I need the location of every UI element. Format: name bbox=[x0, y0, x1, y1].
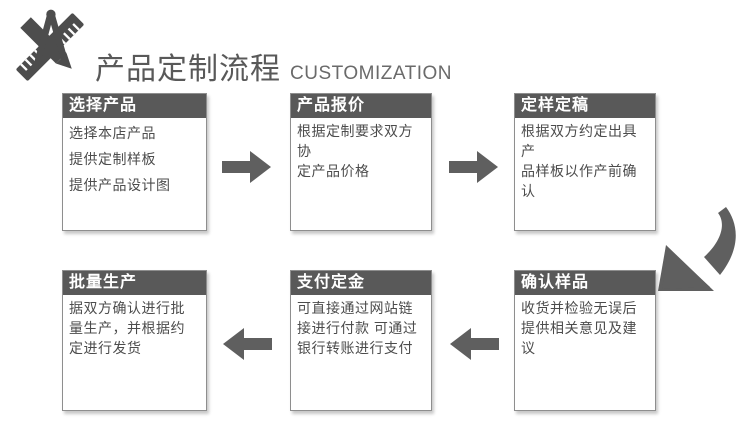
arrow-right-icon bbox=[449, 151, 498, 183]
step-title: 选择产品 bbox=[63, 94, 206, 118]
drafting-tools-icon bbox=[16, 9, 84, 81]
step-title: 确认样品 bbox=[515, 271, 655, 295]
step-body: 根据定制要求双方协 定产品价格 bbox=[297, 123, 413, 179]
step-box-mass-production: 批量生产 据双方确认进行批 量生产，并根据约 定进行发货 bbox=[62, 270, 207, 411]
step-box-finalize-sample: 定样定稿 根据双方约定出具产 品样板以作产前确认 bbox=[514, 93, 656, 231]
curved-arrow-down-icon bbox=[658, 207, 736, 291]
step-body: 根据双方约定出具产 品样板以作产前确认 bbox=[521, 123, 637, 199]
step-title: 产品报价 bbox=[291, 94, 431, 118]
page-title-zh: 产品定制流程 bbox=[95, 53, 281, 86]
arrow-left-icon bbox=[223, 328, 272, 360]
arrow-left-icon bbox=[450, 328, 499, 360]
page-title-en: CUSTOMIZATION bbox=[290, 63, 453, 84]
step-body: 收货并检验无误后 提供相关意见及建 议 bbox=[521, 300, 637, 356]
step-box-select-product: 选择产品 选择本店产品 提供定制样板 提供产品设计图 bbox=[62, 93, 207, 231]
step-box-product-quote: 产品报价 根据定制要求双方协 定产品价格 bbox=[290, 93, 432, 231]
page-title: 产品定制流程 CUSTOMIZATION bbox=[95, 44, 452, 88]
step-body: 可直接通过网站链 接进行付款 可通过 银行转账进行支付 bbox=[297, 300, 418, 356]
step-title: 批量生产 bbox=[63, 271, 206, 295]
step-title: 支付定金 bbox=[291, 271, 431, 295]
step-title: 定样定稿 bbox=[515, 94, 655, 118]
step-body: 选择本店产品 提供定制样板 提供产品设计图 bbox=[69, 125, 171, 193]
step-body: 据双方确认进行批 量生产，并根据约 定进行发货 bbox=[69, 300, 185, 356]
step-box-pay-deposit: 支付定金 可直接通过网站链 接进行付款 可通过 银行转账进行支付 bbox=[290, 270, 432, 411]
step-box-confirm-sample: 确认样品 收货并检验无误后 提供相关意见及建 议 bbox=[514, 270, 656, 411]
arrow-right-icon bbox=[222, 151, 271, 183]
